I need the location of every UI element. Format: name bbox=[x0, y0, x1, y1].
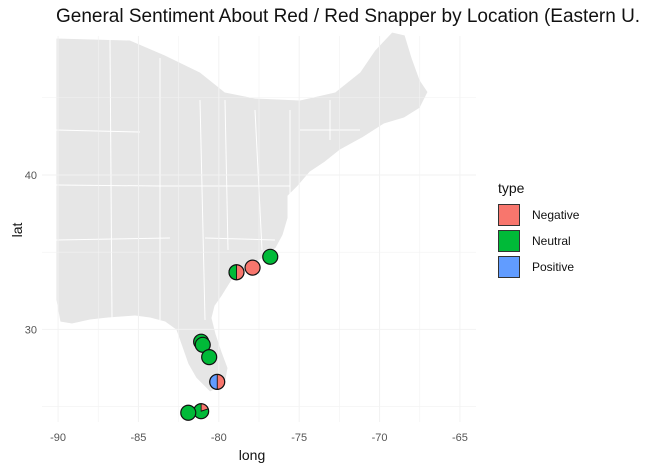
x-tick-label: -80 bbox=[211, 432, 227, 444]
pie-marker bbox=[262, 248, 279, 265]
legend-item-neutral: Neutral bbox=[498, 228, 579, 254]
pie-outline bbox=[209, 373, 226, 390]
pie-marker bbox=[201, 349, 218, 366]
pie-marker bbox=[193, 403, 210, 420]
y-tick-label: 40 bbox=[25, 170, 37, 182]
pie-marker bbox=[244, 259, 261, 276]
map-title: General Sentiment About Red / Red Snappe… bbox=[56, 6, 641, 27]
legend-label-neutral: Neutral bbox=[532, 234, 571, 248]
legend: type Negative Neutral Positive bbox=[498, 180, 579, 280]
x-tick-label: -65 bbox=[452, 432, 468, 444]
x-axis-label: long bbox=[239, 447, 265, 463]
x-tick-label: -90 bbox=[50, 432, 66, 444]
y-axis-ticks: 30 40 bbox=[25, 170, 37, 336]
sentiment-pies bbox=[180, 248, 279, 421]
legend-key-positive bbox=[498, 256, 520, 278]
x-tick-label: -75 bbox=[291, 432, 307, 444]
legend-title: type bbox=[498, 180, 525, 196]
pie-slice bbox=[244, 259, 261, 276]
pie-slice bbox=[180, 404, 197, 421]
us-states-map bbox=[55, 31, 429, 393]
y-tick-label: 30 bbox=[25, 324, 37, 336]
legend-key-neutral bbox=[498, 230, 520, 252]
x-tick-label: -70 bbox=[372, 432, 388, 444]
legend-item-negative: Negative bbox=[498, 202, 579, 228]
pie-marker bbox=[180, 404, 197, 421]
pie-slice bbox=[201, 349, 218, 366]
legend-label-positive: Positive bbox=[532, 260, 575, 274]
x-tick-label: -85 bbox=[130, 432, 146, 444]
land-shape bbox=[55, 31, 429, 393]
gridlines bbox=[42, 36, 476, 422]
pie-slice bbox=[262, 248, 279, 265]
pie-marker bbox=[228, 264, 245, 281]
y-axis-label: lat bbox=[9, 223, 25, 238]
x-axis-ticks: -90 -85 -80 -75 -70 -65 bbox=[50, 432, 468, 444]
pie-marker bbox=[209, 373, 226, 390]
legend-item-positive: Positive bbox=[498, 254, 579, 280]
legend-label-negative: Negative bbox=[532, 208, 580, 222]
legend-key-negative bbox=[498, 204, 520, 226]
pie-outline bbox=[228, 264, 245, 281]
